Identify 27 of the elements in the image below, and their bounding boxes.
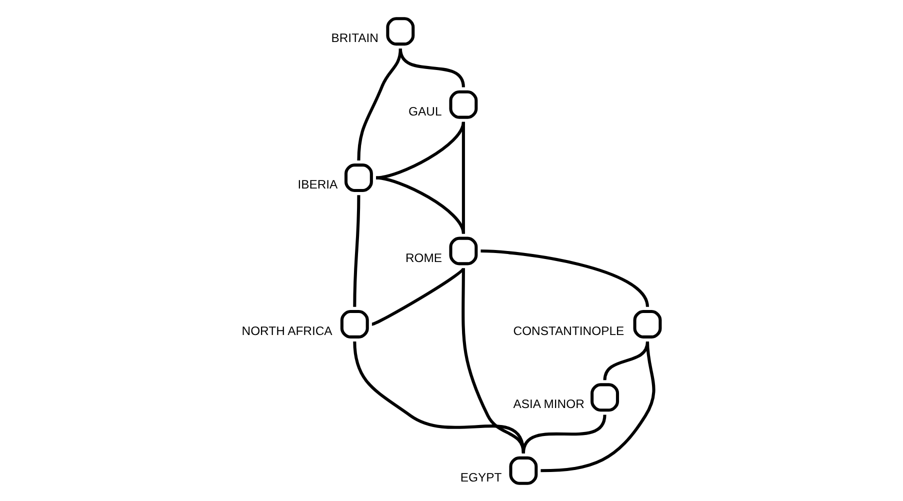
- node-circle: [340, 309, 369, 338]
- node-label: NORTH AFRICA: [242, 323, 332, 338]
- connector: [480, 248, 649, 307]
- node-label: ROME: [405, 250, 442, 264]
- connector: [357, 48, 402, 160]
- node-circle: [449, 236, 478, 265]
- connector: [462, 268, 525, 453]
- node-label: BRITAIN: [331, 30, 378, 45]
- node-circle: [386, 16, 415, 46]
- connector: [376, 176, 465, 234]
- connector: [353, 194, 360, 306]
- node-label: CONSTANTINOPLE: [513, 323, 624, 338]
- node-circle: [344, 163, 373, 192]
- node-label: IBERIA: [298, 177, 338, 192]
- connector: [376, 121, 465, 179]
- connector: [603, 340, 649, 380]
- node-label: ASIA MINOR: [513, 396, 584, 411]
- node-circle: [509, 456, 538, 484]
- connector: [462, 121, 465, 234]
- node-label: EGYPT: [460, 470, 502, 484]
- node-circle: [633, 309, 662, 338]
- connector: [353, 340, 525, 454]
- node-circle: [590, 382, 620, 412]
- connector: [540, 340, 656, 472]
- node-circle: [449, 90, 478, 118]
- node-label: GAUL: [408, 104, 442, 118]
- connector: [371, 266, 465, 326]
